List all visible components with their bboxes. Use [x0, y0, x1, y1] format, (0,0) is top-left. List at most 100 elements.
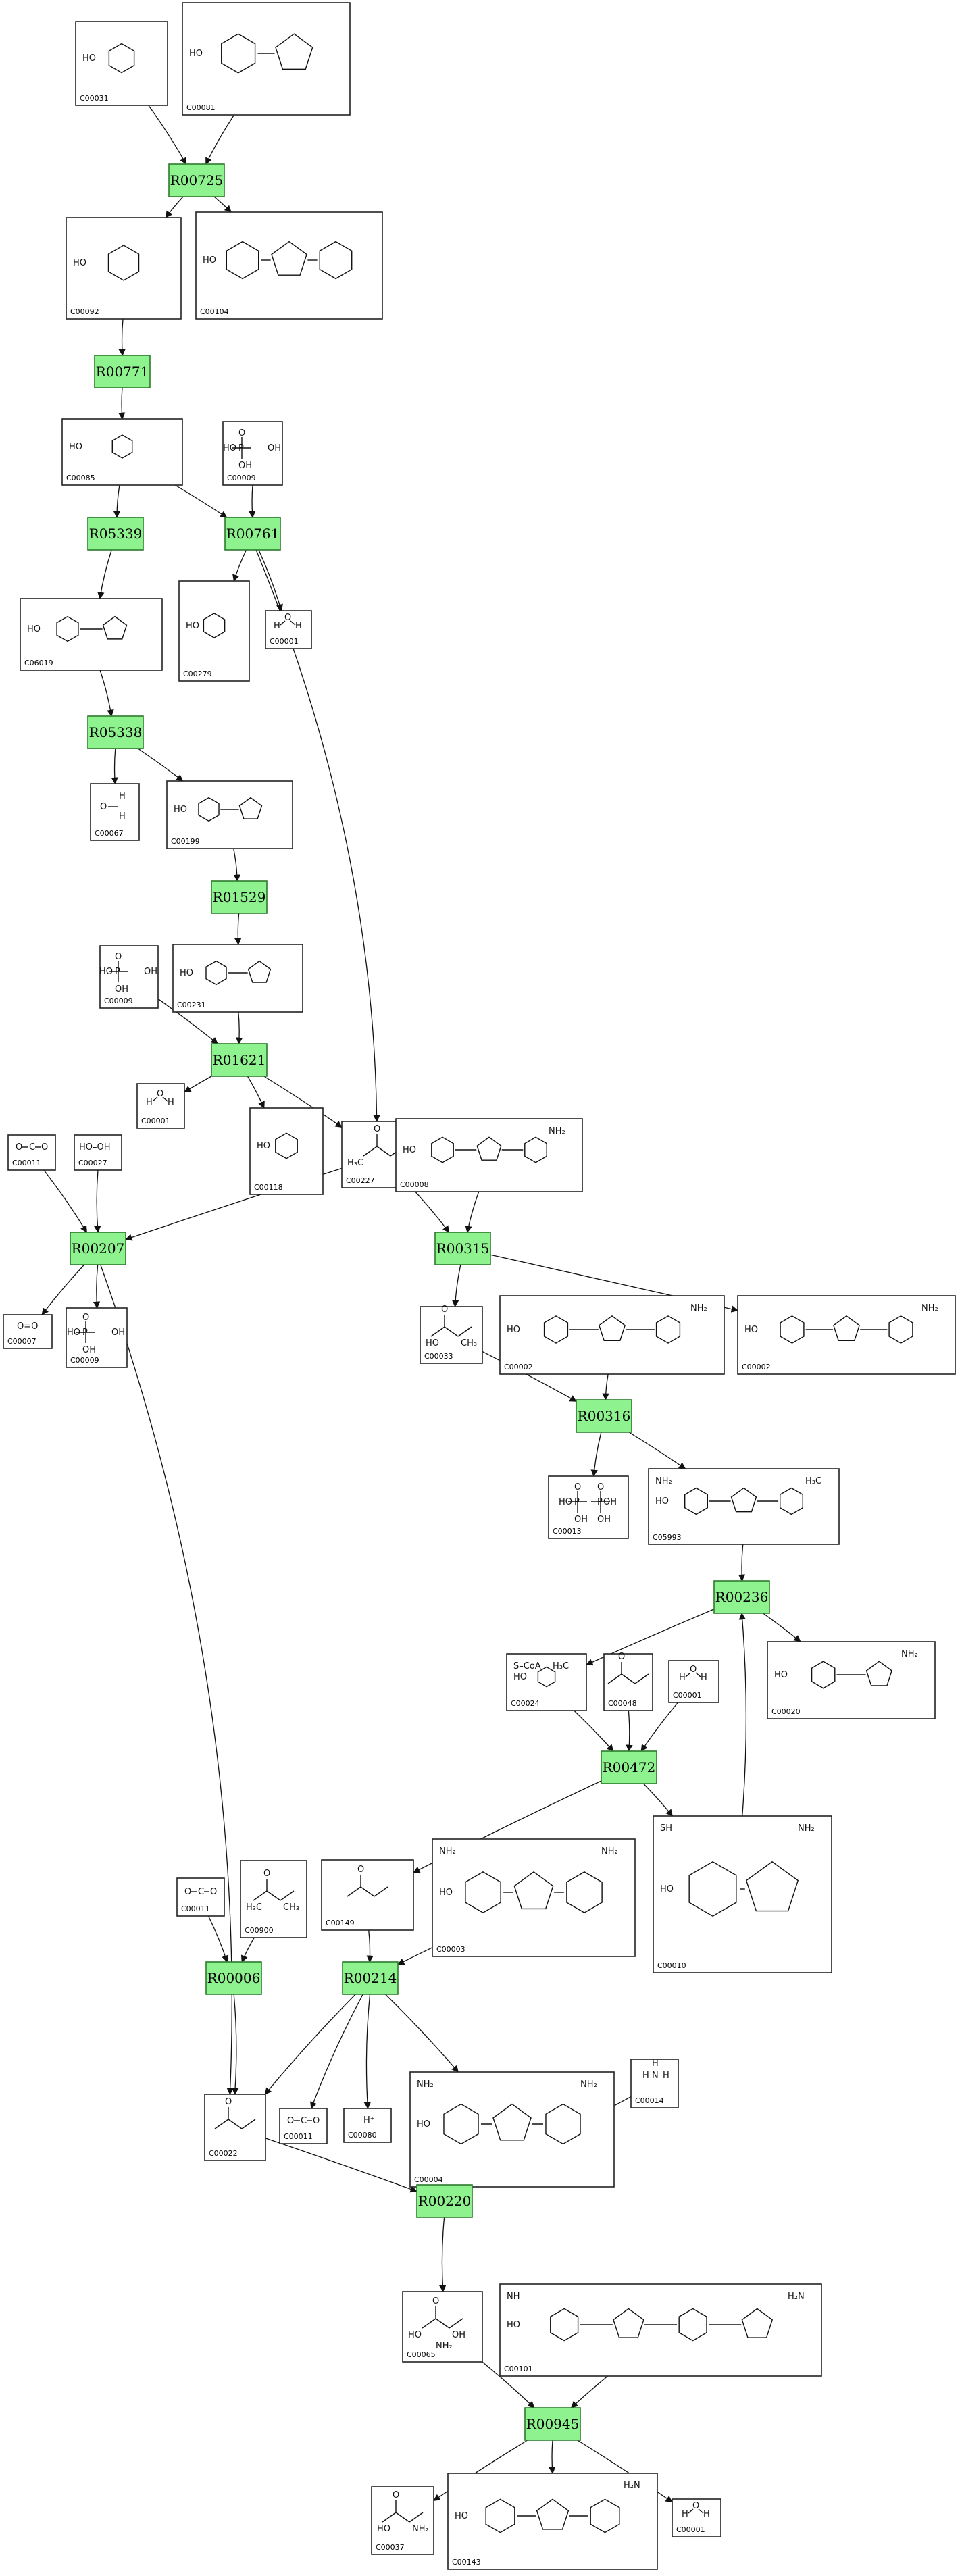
compound-id-label: C00013 — [553, 1527, 582, 1536]
reaction-edge — [570, 2375, 609, 2408]
reaction-node[interactable]: R05339 — [87, 517, 144, 551]
reaction-edge — [433, 2440, 528, 2501]
phosphorus-atom: P — [82, 1328, 88, 1338]
reaction-node[interactable]: R00006 — [205, 1961, 262, 1995]
ring — [545, 2103, 581, 2145]
bond-line — [152, 1096, 158, 1102]
ring — [319, 241, 353, 280]
reaction-node[interactable]: R00472 — [601, 1750, 657, 1784]
compound-box — [371, 2486, 434, 2555]
hydroxyl-group: HO — [774, 1670, 788, 1680]
reaction-node[interactable]: R00214 — [342, 1961, 399, 1995]
reaction-node[interactable]: R00945 — [524, 2407, 581, 2441]
reaction-id-label: R00316 — [578, 1408, 631, 1424]
reaction-edge — [310, 1994, 363, 2109]
compound-id-label: C00104 — [200, 307, 229, 316]
bond-line — [422, 2318, 436, 2329]
compound-node[interactable]: H⁺C00080 — [343, 2108, 392, 2143]
reaction-node[interactable]: R00220 — [416, 2184, 473, 2218]
hydroxyl-group: OH — [144, 967, 157, 977]
reaction-node[interactable]: R01621 — [211, 1043, 268, 1077]
reaction-node[interactable]: R00236 — [713, 1580, 770, 1614]
compound-id-label: C00227 — [346, 1176, 375, 1185]
ring — [745, 1861, 799, 1912]
reaction-edge — [258, 549, 283, 611]
reaction-node[interactable]: R01529 — [211, 880, 268, 914]
hydrogen-atom: H — [701, 1673, 707, 1683]
compound-box — [99, 945, 159, 1009]
compound-id-label: C00033 — [424, 1352, 453, 1361]
group-label: CH₃ — [461, 1338, 477, 1348]
bond-line — [382, 2512, 397, 2523]
compound-id-label: C00011 — [12, 1159, 41, 1167]
reaction-edge — [41, 1264, 85, 1315]
oxygen-atom: O — [284, 613, 291, 623]
reaction-id-label: R00220 — [418, 2193, 472, 2209]
reaction-node[interactable]: R00316 — [576, 1399, 632, 1433]
compound-box — [195, 211, 383, 320]
ring — [865, 1661, 892, 1686]
hydroxyl-group: OH — [82, 1345, 96, 1355]
reaction-node[interactable]: R05338 — [87, 715, 144, 749]
nitrogen-atom: N — [652, 2071, 659, 2081]
reaction-edge — [738, 1612, 747, 1817]
oxygen-atom: O — [287, 2116, 294, 2126]
reaction-edge — [465, 1191, 480, 1234]
reaction-node[interactable]: R00761 — [224, 517, 281, 551]
hydroxyl-group: HO — [174, 805, 187, 815]
ring — [684, 1487, 709, 1515]
hydrogen-atom: H — [119, 791, 126, 801]
compound-id-label: C00001 — [141, 1117, 170, 1126]
ring — [108, 43, 135, 74]
hydroxyl-group: HO — [73, 258, 86, 268]
reaction-node[interactable]: R00725 — [168, 163, 225, 197]
reaction-node[interactable]: R00207 — [70, 1232, 126, 1265]
reaction-node[interactable]: R00771 — [94, 355, 151, 388]
reaction-node[interactable]: R00315 — [434, 1232, 491, 1265]
